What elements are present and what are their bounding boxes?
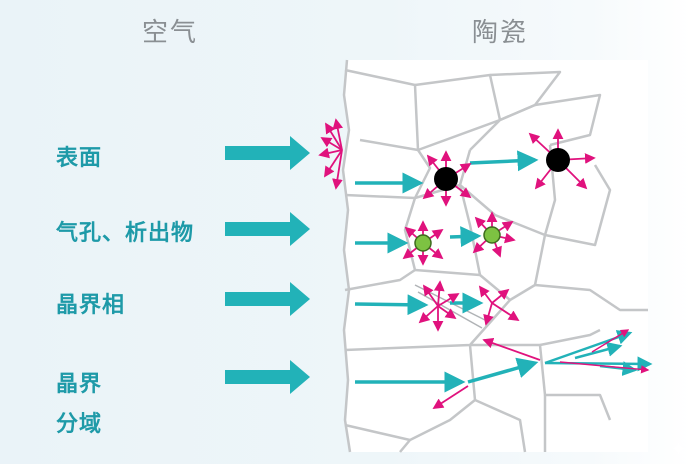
input-arrows	[225, 136, 310, 394]
arrow-grain-boundary	[225, 282, 310, 316]
label-grain-boundary-phase: 晶界相	[56, 293, 126, 318]
pore-1	[434, 167, 458, 191]
sparkle-icon: ✦	[670, 439, 686, 460]
label-pores-precipitates: 气孔、析出物	[56, 221, 195, 246]
air-column-title: 空气	[142, 18, 199, 48]
label-domain-line2: 分域	[56, 412, 103, 437]
ceramic-panel	[343, 60, 648, 452]
arrow-pores	[225, 212, 310, 246]
label-domain-line1: 晶界	[56, 372, 103, 397]
label-surface: 表面	[56, 146, 103, 171]
precipitate-1	[414, 234, 432, 252]
arrow-domains	[225, 360, 310, 394]
pore-2	[546, 148, 570, 172]
ceramic-column-title: 陶瓷	[472, 18, 529, 48]
precipitate-2	[483, 226, 501, 244]
arrow-surface	[225, 136, 310, 170]
